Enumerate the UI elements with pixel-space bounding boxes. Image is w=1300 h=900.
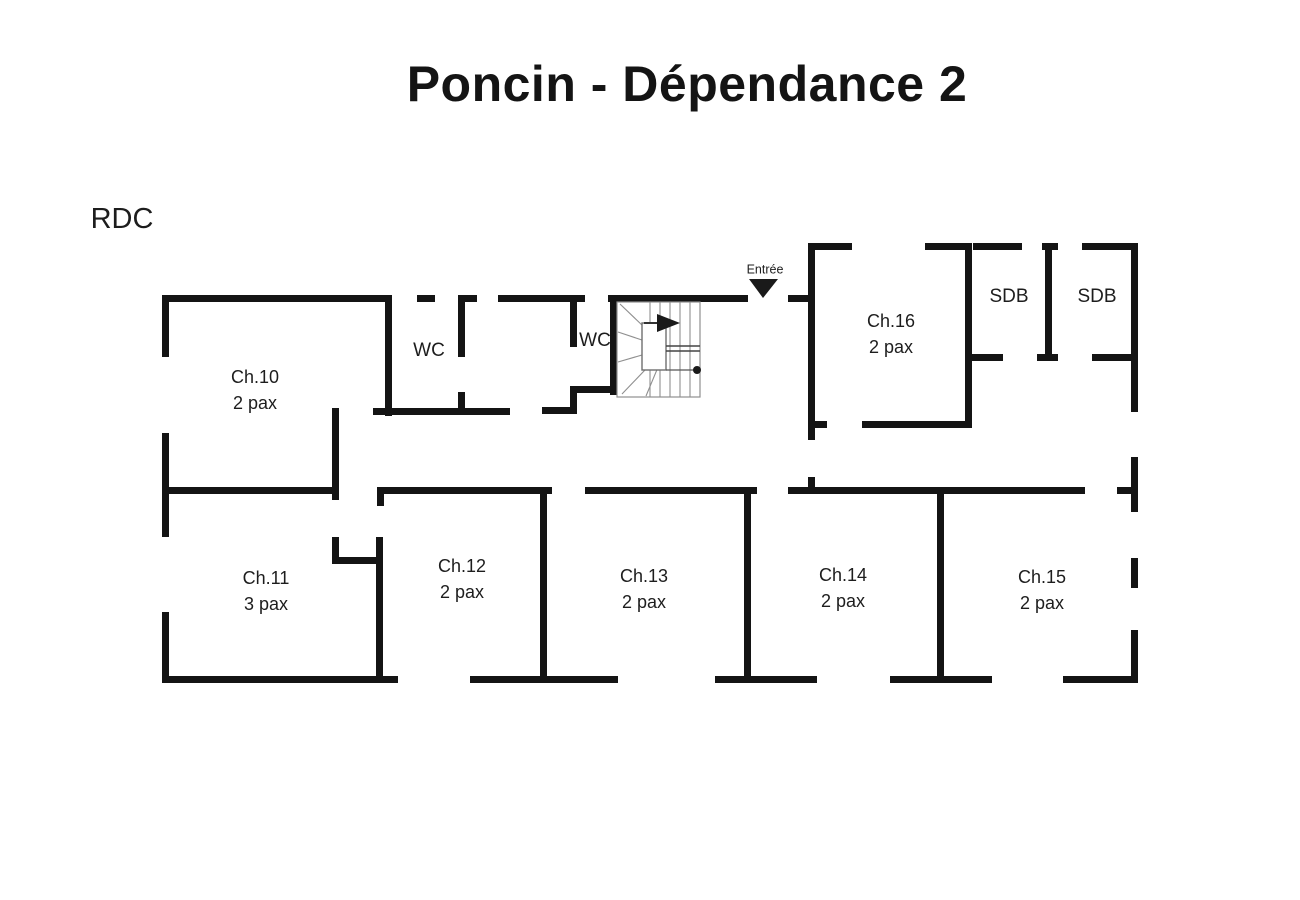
- bathroom-label-1: SDB: [989, 286, 1029, 307]
- page-title: Poncin - Dépendance 2: [406, 56, 968, 112]
- room-capacity: 2 pax: [439, 582, 485, 602]
- staircase-landing: [641, 322, 667, 371]
- staircase: [616, 301, 701, 398]
- wc-label-1: WC: [413, 340, 445, 361]
- room-name: Ch.11: [242, 568, 290, 588]
- room-capacity: 2 pax: [1019, 593, 1065, 613]
- staircase-direction-arrow-icon: [657, 314, 680, 332]
- room-capacity: 2 pax: [868, 337, 914, 357]
- staircase-start-dot: [693, 366, 701, 374]
- room-capacity: 2 pax: [621, 592, 667, 612]
- room-label-ch12: Ch.12 2 pax: [438, 553, 486, 605]
- room-name: Ch.16: [866, 311, 916, 331]
- room-name: Ch.15: [1017, 567, 1067, 587]
- bathroom-label-2: SDB: [1077, 286, 1117, 307]
- room-capacity: 2 pax: [820, 591, 866, 611]
- entrance-label: Entrée: [746, 262, 784, 277]
- room-label-ch11: Ch.11 3 pax: [243, 565, 290, 617]
- staircase-handrail: [666, 345, 700, 352]
- room-name: Ch.13: [619, 566, 669, 586]
- room-label-ch13: Ch.13 2 pax: [620, 563, 668, 615]
- wc-label-2: WC: [579, 330, 611, 351]
- room-capacity: 2 pax: [232, 393, 278, 413]
- room-name: Ch.12: [437, 556, 487, 576]
- room-label-ch15: Ch.15 2 pax: [1018, 564, 1066, 616]
- room-label-ch16: Ch.16 2 pax: [867, 308, 915, 360]
- room-capacity: 3 pax: [243, 594, 289, 614]
- room-label-ch14: Ch.14 2 pax: [819, 562, 867, 614]
- floor-label: RDC: [90, 203, 154, 235]
- room-label-ch10: Ch.10 2 pax: [231, 364, 279, 416]
- room-name: Ch.10: [230, 367, 280, 387]
- room-name: Ch.14: [818, 565, 868, 585]
- entrance-arrow-icon: [749, 279, 778, 298]
- walls: [162, 243, 1138, 683]
